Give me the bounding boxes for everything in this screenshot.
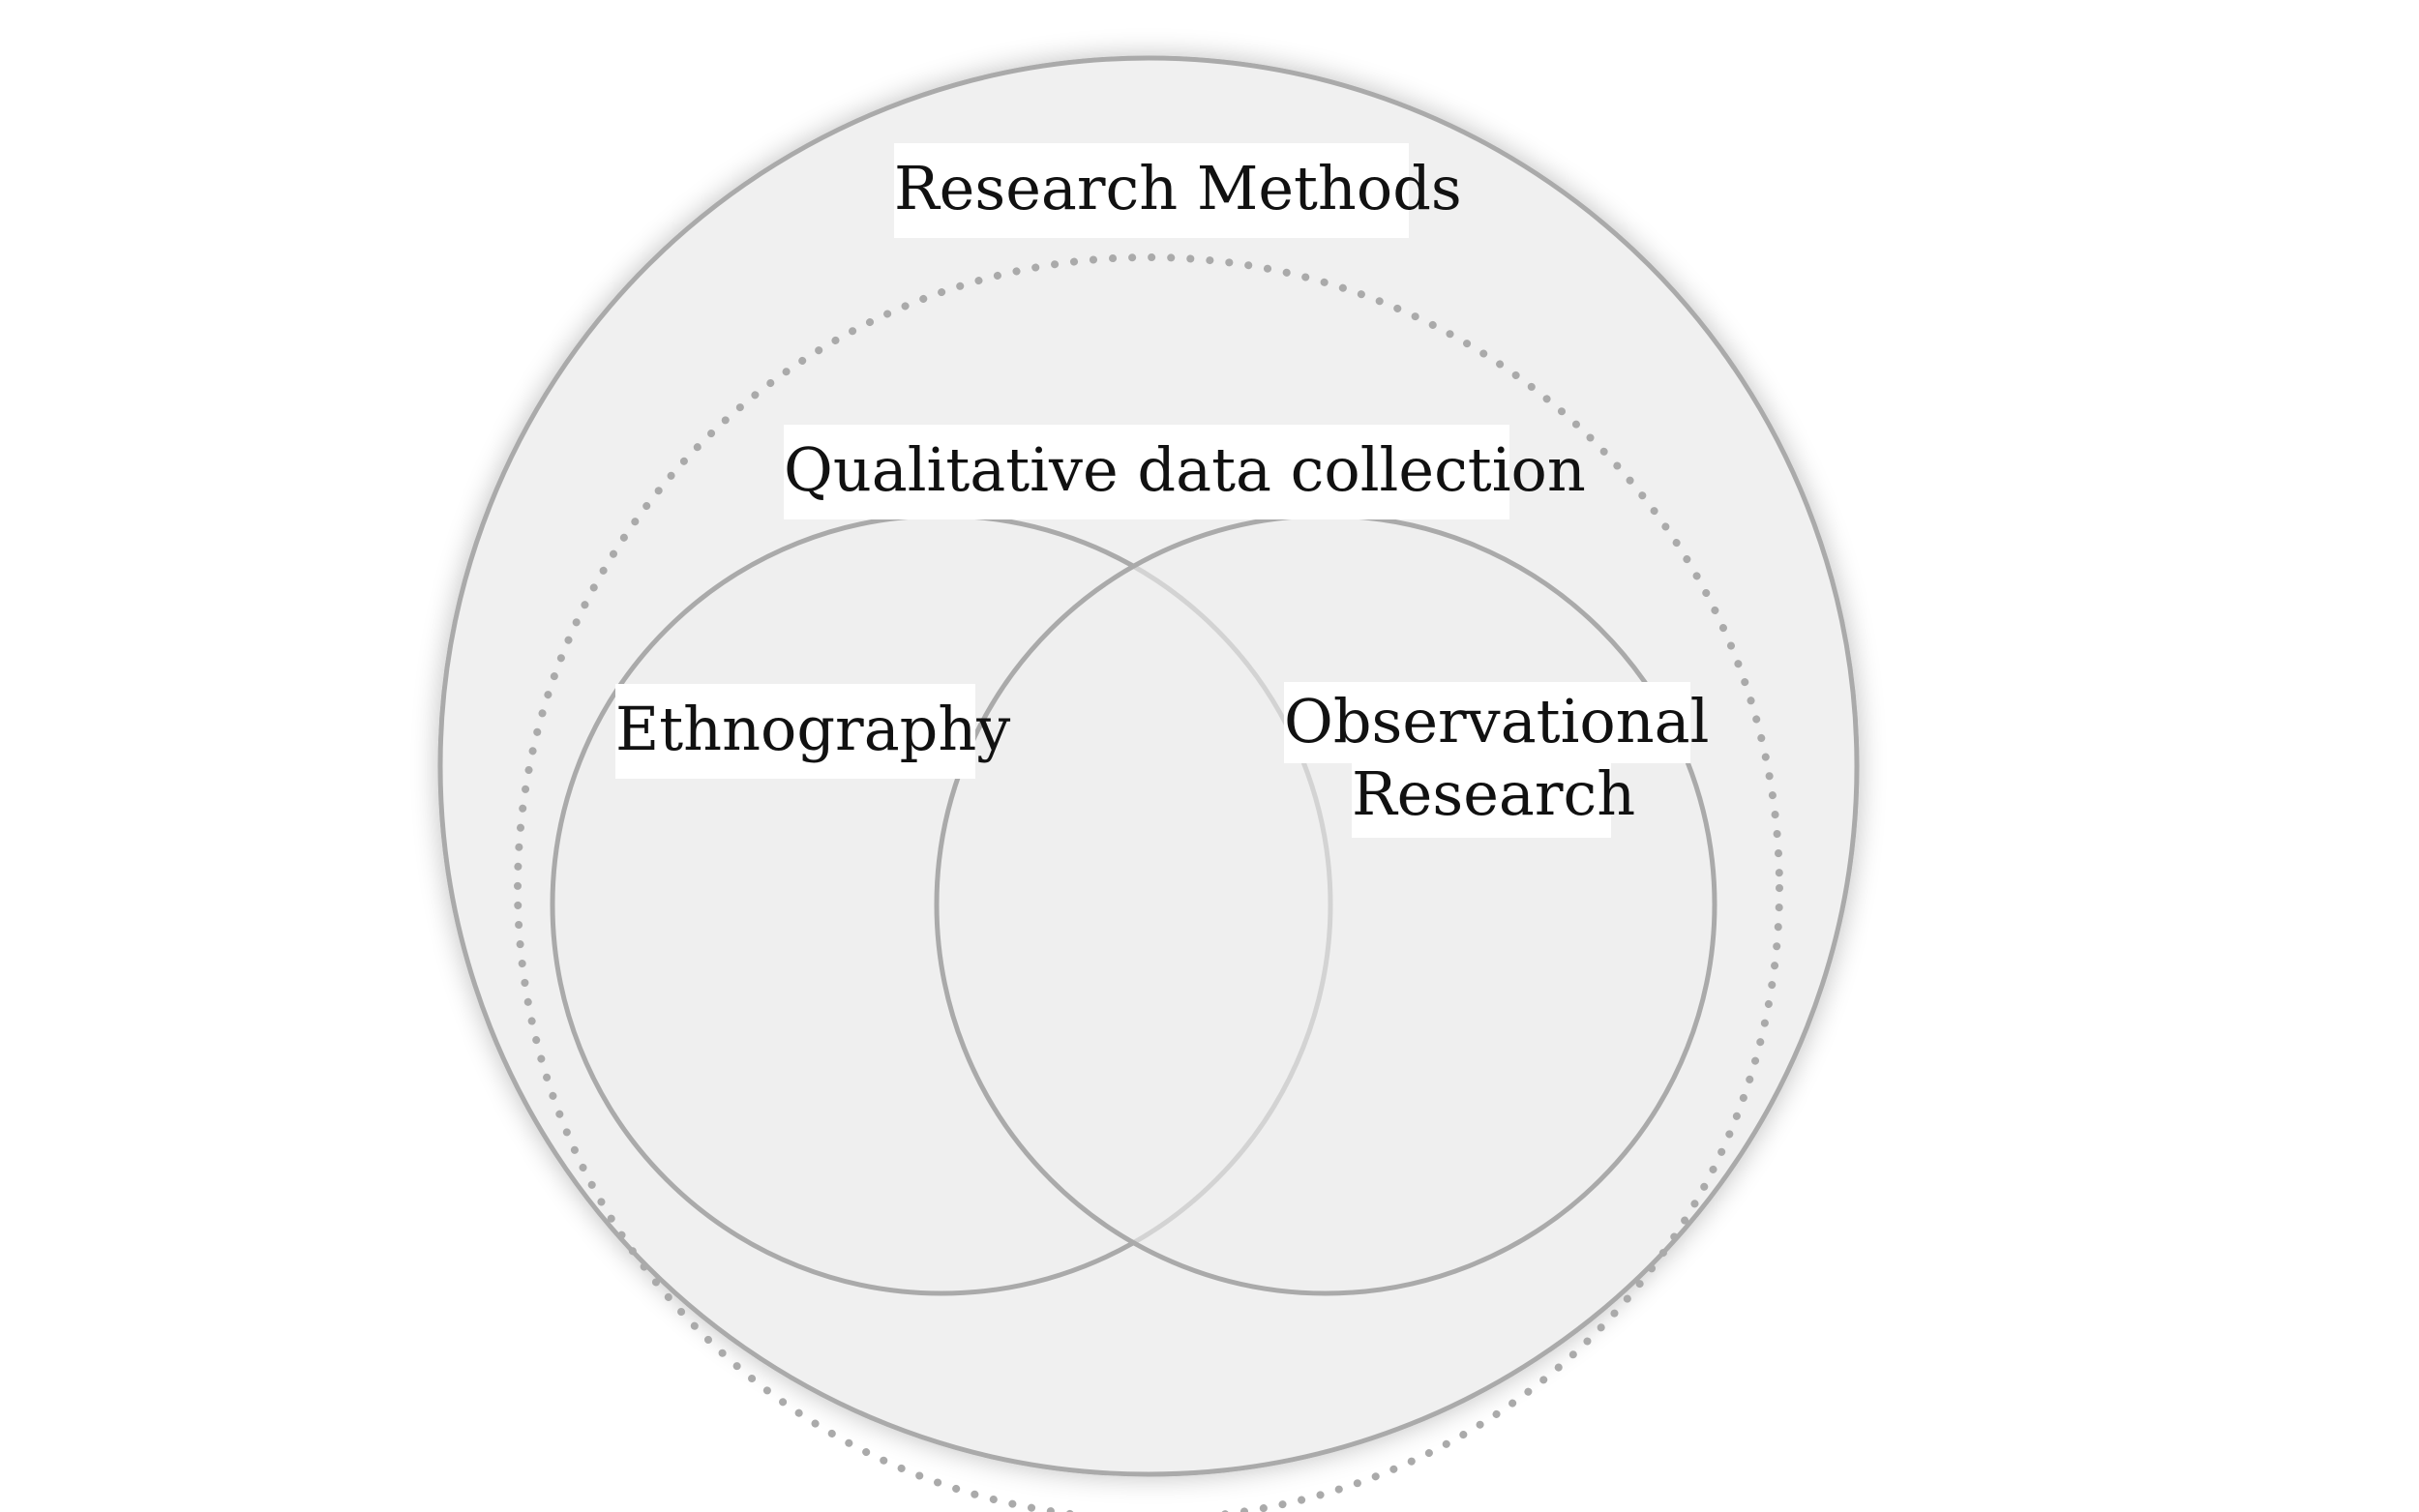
- observational-research-label-line-2: Research: [1352, 756, 1635, 838]
- observational-research-circle: [934, 513, 1717, 1296]
- ethnography-label: Ethnography: [615, 684, 1010, 779]
- observational-research-label-line-1: Observational: [1284, 682, 1709, 763]
- research-methods-label: Research Methods: [894, 143, 1462, 238]
- qualitative-data-collection-label: Qualitative data collection: [784, 425, 1586, 519]
- qualitative-data-collection-circle: [514, 253, 1783, 1512]
